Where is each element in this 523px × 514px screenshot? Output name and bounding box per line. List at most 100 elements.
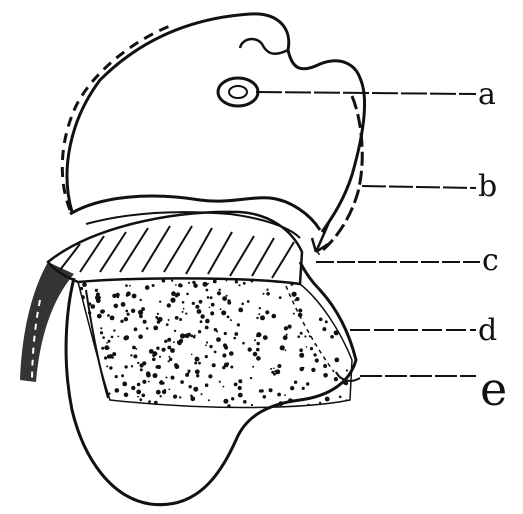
stipple-dot	[342, 330, 345, 333]
stipple-dot	[224, 363, 229, 368]
stipple-dot	[112, 352, 116, 356]
stipple-dot	[194, 362, 197, 365]
stipple-dot	[159, 301, 161, 303]
stipple-dot	[132, 294, 137, 299]
stipple-dot	[251, 404, 253, 406]
cap-region	[48, 212, 302, 284]
stipple-dot	[105, 406, 109, 410]
stipple-dot	[82, 350, 85, 353]
stipple-dot	[166, 323, 169, 326]
stipple-dot	[190, 396, 195, 401]
stipple-dot	[89, 395, 92, 398]
stipple-dot	[288, 325, 292, 329]
constriction-line-lower	[86, 212, 300, 238]
stipple-dot	[277, 393, 281, 397]
stipple-dot	[286, 334, 288, 336]
stipple-dot	[192, 302, 195, 305]
stipple-dot	[205, 326, 209, 330]
stipple-dot	[79, 328, 81, 330]
stipple-dot	[219, 381, 221, 383]
stipple-dot	[180, 333, 185, 338]
stipple-dot	[107, 314, 110, 317]
stipple-dot	[273, 368, 275, 370]
stipple-dot	[82, 394, 86, 398]
stipple-dot	[311, 368, 315, 372]
stipple-dot	[173, 395, 177, 399]
stipple-dot	[139, 398, 142, 401]
stipple-dot	[167, 338, 171, 342]
stipple-dot	[95, 289, 98, 292]
stipple-dot	[280, 345, 285, 350]
stipple-dot	[142, 361, 146, 365]
stipple-dot	[258, 313, 260, 315]
stipple-dot	[265, 310, 269, 314]
stipple-dot	[219, 289, 221, 291]
stipple-dot	[152, 358, 156, 362]
stipple-dot	[193, 336, 196, 339]
stipple-dot	[101, 347, 104, 350]
stipple-dot	[139, 314, 143, 318]
stipple-dot	[315, 358, 319, 362]
stipple-dot	[179, 396, 181, 398]
stipple-dot	[166, 377, 168, 379]
stipple-dot	[156, 390, 161, 395]
stipple-dot	[203, 282, 208, 287]
stipple-dot	[102, 310, 105, 313]
stipple-dot	[238, 308, 243, 313]
stipple-dot	[283, 335, 288, 340]
stipple-dot	[231, 397, 234, 400]
stipple-dot	[84, 366, 87, 369]
stipple-dot	[138, 334, 143, 339]
stipple-dot	[136, 348, 138, 350]
stipple-dot	[256, 335, 258, 337]
stipple-dot	[252, 366, 254, 368]
stipple-dot	[108, 340, 111, 343]
stipple-dot	[212, 363, 216, 367]
stipple-dot	[323, 364, 327, 368]
stipple-dot	[288, 398, 293, 403]
stipple-dot	[160, 395, 162, 397]
stipple-dot	[129, 285, 131, 287]
stipple-dot	[325, 397, 330, 402]
stipple-dot	[115, 388, 120, 393]
stipple-dot	[285, 349, 287, 351]
stipple-dot	[113, 329, 115, 331]
stipple-dot	[162, 279, 166, 283]
stipple-dot	[126, 294, 129, 297]
stipple-dot	[205, 383, 209, 387]
stipple-dot	[275, 369, 280, 374]
stipple-dot	[216, 337, 221, 342]
stipple-dot	[297, 335, 300, 338]
stipple-dot	[169, 358, 172, 361]
stipple-dot	[80, 343, 85, 348]
stipple-dot	[106, 365, 108, 367]
stipple-dot	[230, 366, 233, 369]
stipple-dot	[100, 407, 103, 410]
stipple-dot	[168, 319, 170, 321]
stipple-dot	[142, 394, 146, 398]
stipple-dot	[146, 371, 151, 376]
stipple-dot	[323, 373, 328, 378]
stipple-dot	[209, 345, 212, 348]
stipple-dot	[159, 380, 164, 385]
stipple-dot	[185, 313, 187, 315]
stipple-dot	[130, 354, 132, 356]
stipple-dot	[205, 319, 210, 324]
stipple-dot	[256, 348, 260, 352]
stipple-dot	[270, 368, 272, 370]
stipple-dot	[198, 330, 201, 333]
stipple-dot	[122, 382, 127, 387]
stipple-dot	[279, 296, 282, 299]
cap-hatching	[60, 226, 294, 278]
stipple-dot	[205, 344, 207, 346]
stipple-dot	[211, 303, 215, 307]
stipple-dot	[306, 346, 308, 348]
stipple-dot	[208, 399, 210, 401]
leader-b	[362, 186, 476, 188]
stipple-dot	[101, 390, 103, 392]
stipple-dot	[257, 342, 260, 345]
stipple-dot	[140, 368, 143, 371]
stipple-dot	[134, 405, 138, 409]
stipple-dot	[154, 401, 158, 405]
stipple-dot	[278, 401, 283, 406]
